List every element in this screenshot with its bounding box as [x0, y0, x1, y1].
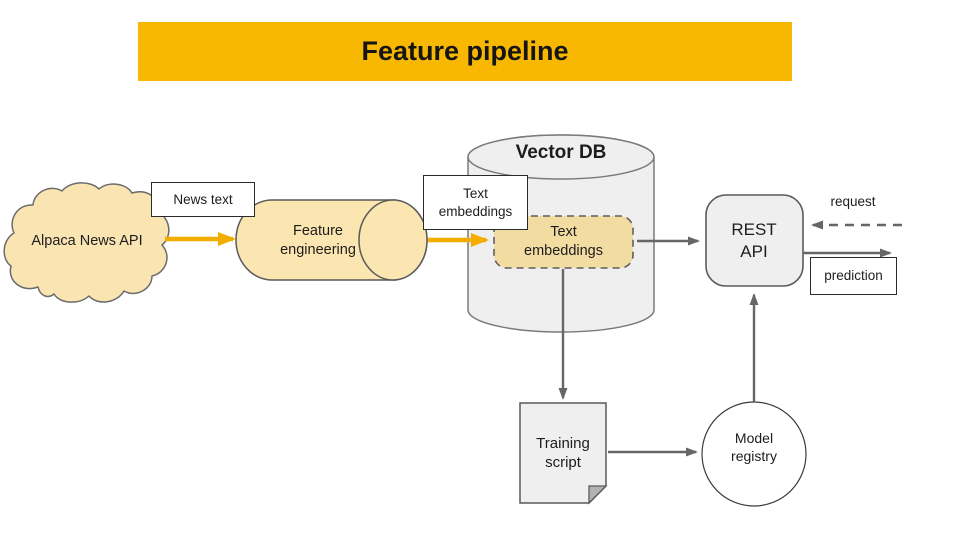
feature-engineering-label: Feature engineering [280, 223, 356, 258]
text-embeddings-store-label: Text embeddings [524, 224, 603, 259]
page-title: Feature pipeline [361, 36, 569, 66]
text-embeddings-label-box: Text embeddings [423, 175, 528, 230]
feature-engineering-cylinder-end [358, 199, 428, 281]
rest-api-box [705, 194, 804, 287]
rest-api-label: REST API [731, 220, 777, 261]
training-script-folded-corner [588, 485, 608, 505]
training-script-label: Training script [536, 434, 590, 471]
prediction-label-box: prediction [810, 257, 897, 295]
news-text-label-box: News text [151, 182, 255, 217]
vector-db-label: Vector DB [515, 142, 607, 164]
title-banner: Feature pipeline [138, 22, 792, 81]
request-label: request [830, 194, 876, 210]
alpaca-news-api-label: Alpaca News API [31, 232, 143, 249]
vector-db-cylinder-top [467, 134, 655, 180]
model-registry-label: Model registry [731, 430, 777, 464]
text-embeddings-store-box [493, 215, 634, 269]
